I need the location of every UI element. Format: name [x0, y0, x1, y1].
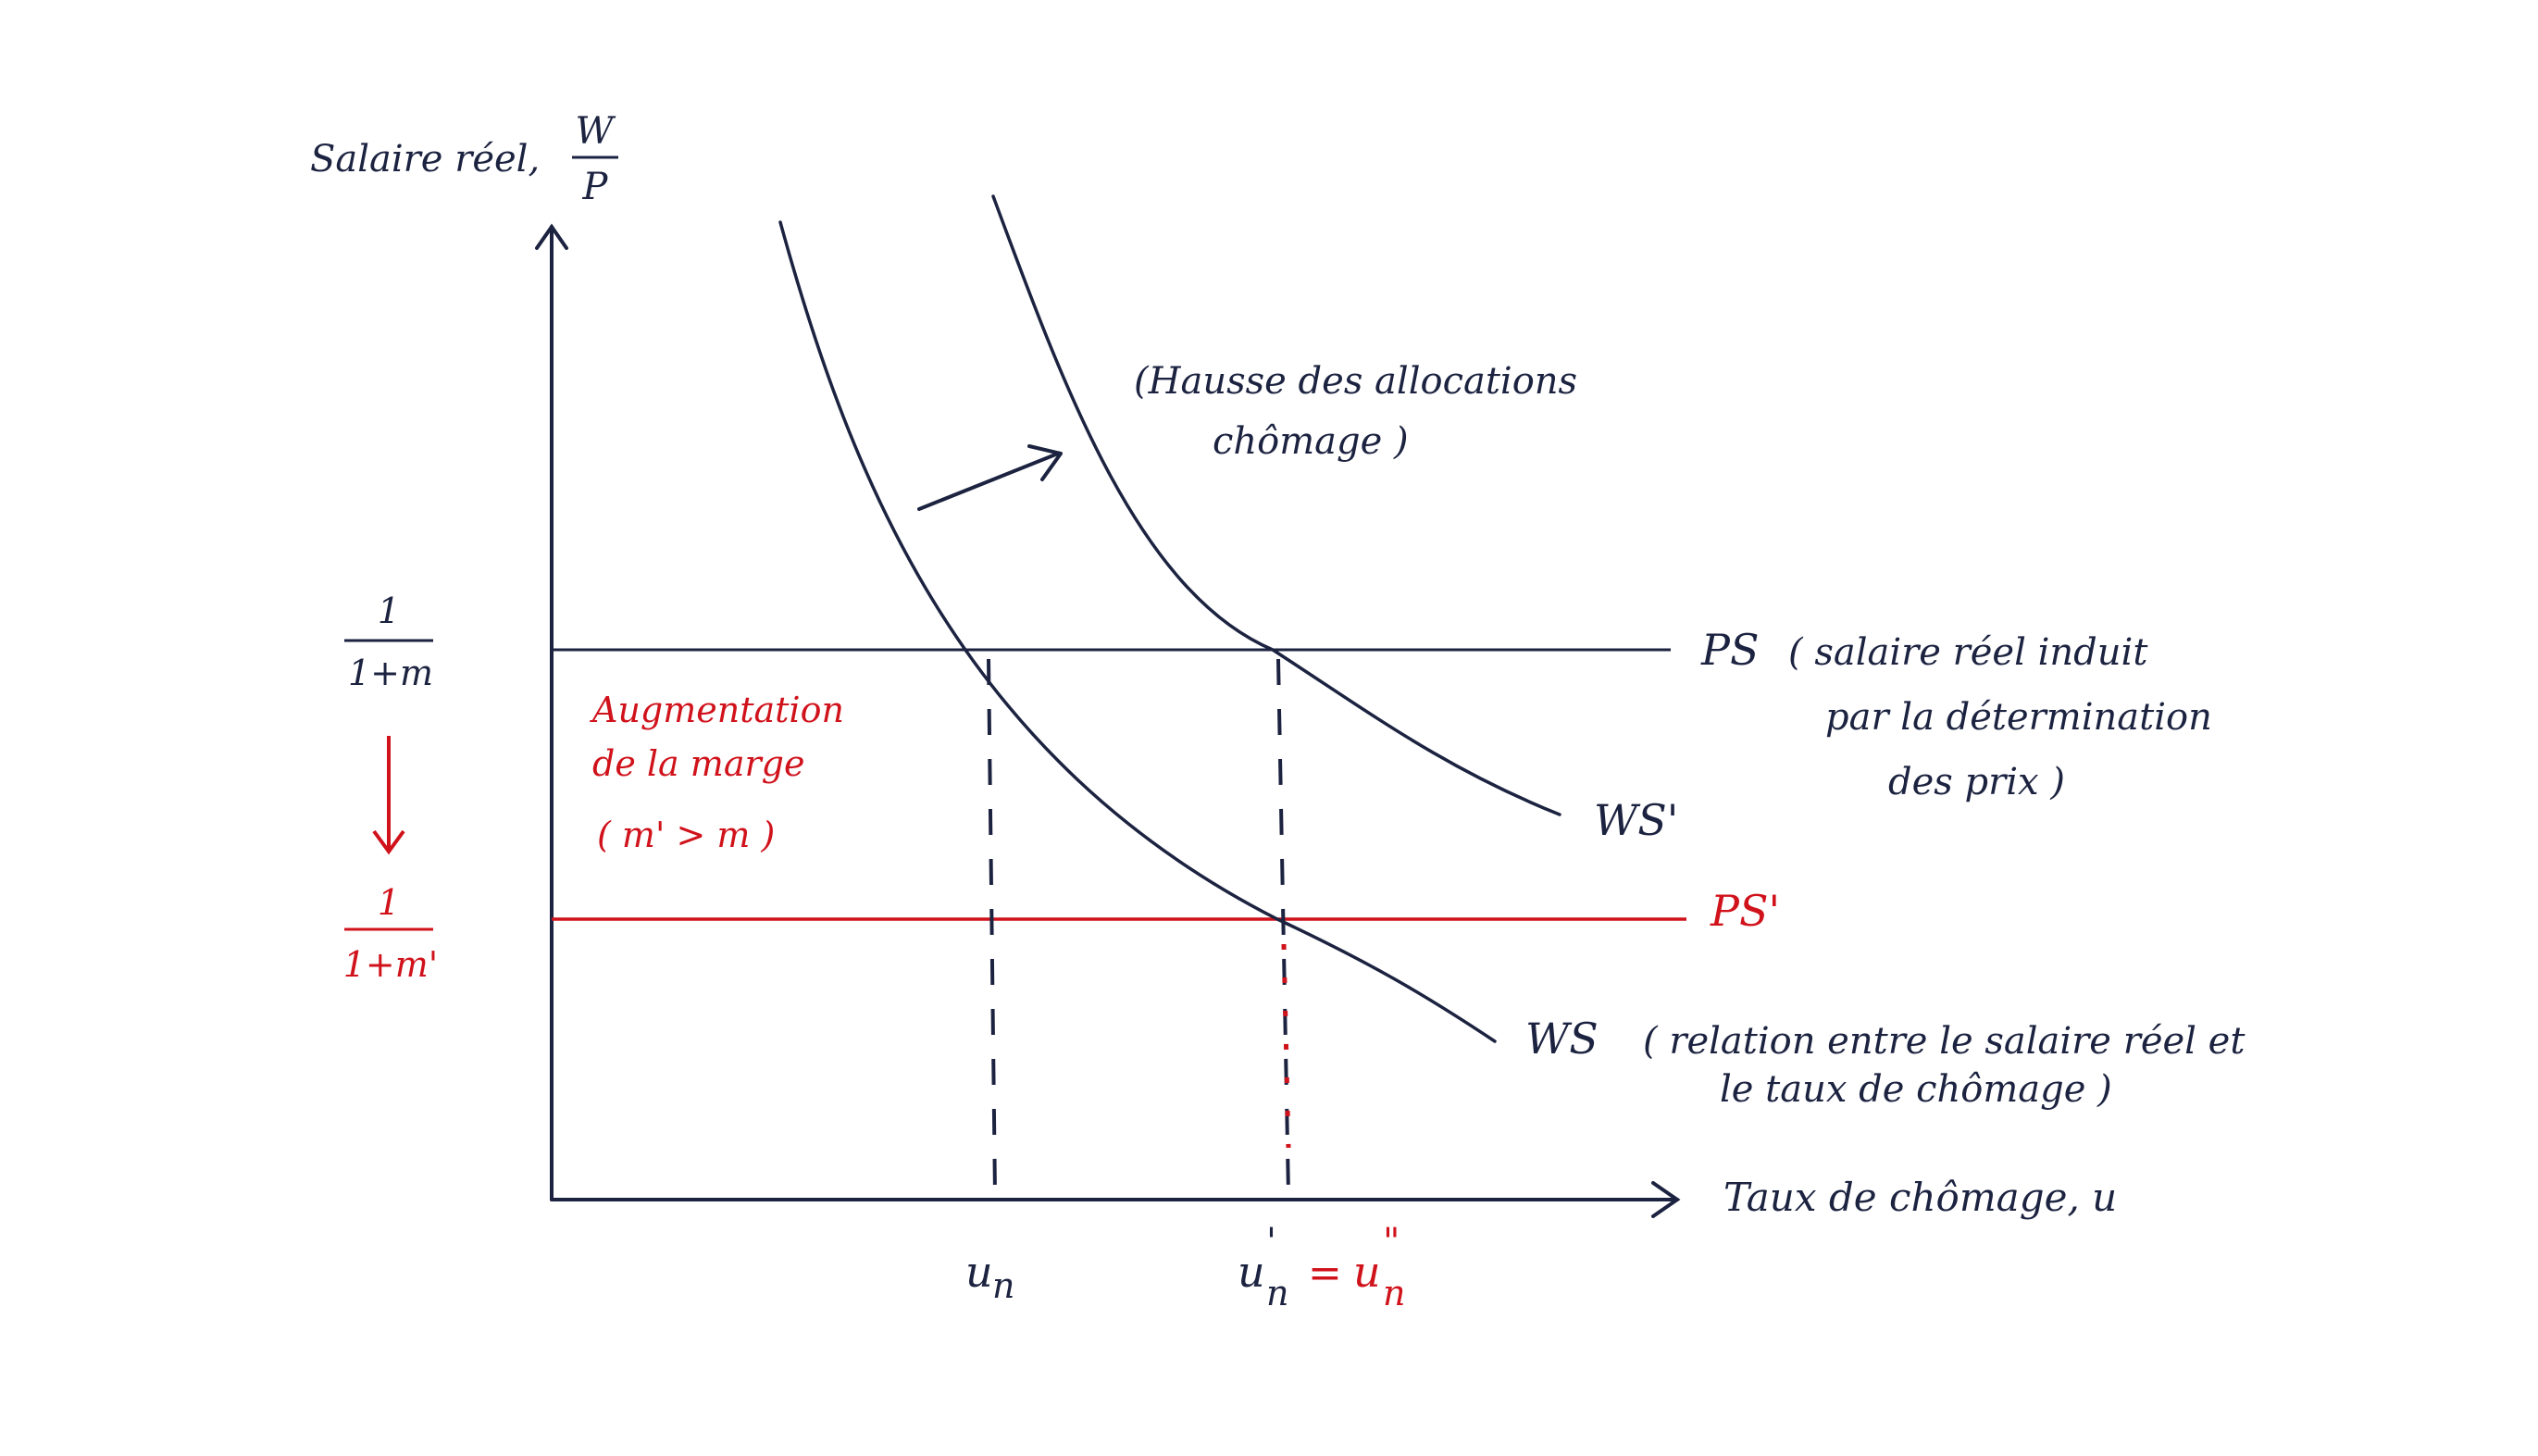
y-axis-label: Salaire réel, W P — [310, 110, 618, 208]
un-prime-red-dots — [1281, 943, 1291, 1149]
ws-label: WS — [1525, 1014, 1599, 1064]
y-tick-ps-prime-num: 1 — [378, 882, 400, 923]
ws-prime-curve — [991, 194, 1561, 816]
margin-down-arrow — [372, 736, 405, 855]
ps-label: PS — [1700, 625, 1759, 675]
x-tick-un-prime-sub: n — [1266, 1273, 1288, 1313]
x-axis-label: Taux de chômage, u — [1723, 1175, 2117, 1220]
x-tick-un-dprime-sub: n — [1383, 1273, 1405, 1313]
y-axis-label-text: Salaire réel, — [310, 138, 540, 180]
x-axis-arrowhead — [1651, 1181, 1681, 1218]
margin-annotation-line1: Augmentation — [590, 690, 844, 730]
x-tick-un-dprime-sup: " — [1383, 1221, 1400, 1263]
shift-annotation-line2: chômage ) — [1213, 420, 1409, 463]
ps-desc-line2: par la détermination — [1825, 696, 2212, 739]
margin-annotation-line2: de la marge — [592, 743, 804, 784]
y-axis-frac-den: P — [582, 166, 609, 208]
y-axis-frac-num: W — [575, 110, 616, 153]
y-tick-ps-prime-den: 1+m' — [343, 944, 439, 985]
margin-annotation-line3: ( m' > m ) — [597, 815, 775, 855]
down-arrow-head — [372, 829, 405, 855]
un-prime-dashed-line — [1276, 658, 1290, 1195]
y-tick-ps-num: 1 — [378, 591, 400, 631]
x-tick-un-dprime-u: u — [1353, 1247, 1381, 1297]
x-tick-un-sub: n — [992, 1265, 1014, 1306]
x-tick-un-prime-u: u — [1238, 1247, 1265, 1297]
shift-arrow — [917, 444, 1063, 511]
x-tick-un-prime-sup: ' — [1266, 1221, 1276, 1263]
ws-prime-label: WS' — [1594, 795, 1678, 845]
y-tick-ps: 1 1+m — [344, 591, 433, 693]
y-tick-ps-prime: 1 1+m' — [343, 882, 439, 985]
x-tick-un: u n — [965, 1247, 1014, 1306]
x-tick-eq: = — [1308, 1250, 1342, 1297]
x-tick-un-prime: u ' n = u " n — [1238, 1221, 1405, 1313]
shift-annotation-line1: (Hausse des allocations — [1134, 360, 1577, 403]
ps-desc-line1: ( salaire réel induit — [1788, 631, 2148, 674]
shift-arrow-shaft — [917, 452, 1060, 511]
axes — [535, 223, 1681, 1218]
y-tick-ps-den: 1+m — [348, 653, 433, 693]
shift-arrow-head — [1027, 444, 1063, 481]
ws-desc-line1: ( relation entre le salaire réel et — [1643, 1020, 2246, 1063]
ws-curve — [778, 220, 1497, 1043]
ps-desc-line3: des prix ) — [1888, 761, 2065, 803]
x-tick-un-u: u — [965, 1247, 993, 1297]
ws-desc-line2: le taux de chômage ) — [1720, 1068, 2112, 1111]
ps-prime-label: PS' — [1710, 886, 1780, 936]
y-axis-arrowhead — [535, 223, 568, 250]
un-dashed-line — [987, 658, 997, 1195]
